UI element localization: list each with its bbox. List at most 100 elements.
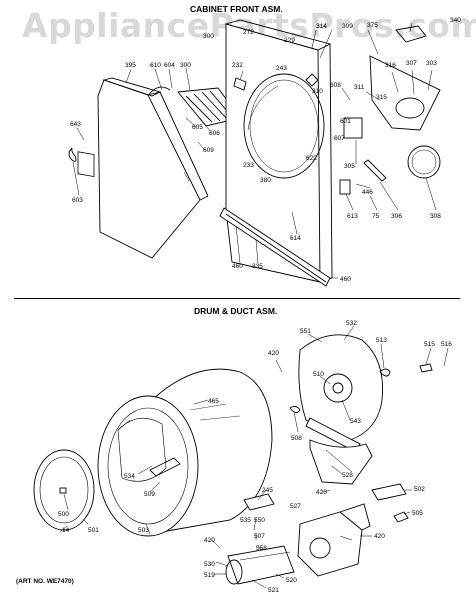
callout: 608 bbox=[330, 82, 341, 89]
callout: 500 bbox=[58, 511, 69, 518]
part-306 bbox=[363, 159, 387, 182]
callout: 558 bbox=[256, 545, 267, 552]
drum-part bbox=[97, 368, 273, 537]
callout: 315 bbox=[376, 94, 387, 101]
callout: 446 bbox=[362, 189, 373, 196]
callout: 229 bbox=[284, 37, 295, 44]
callout: 609 bbox=[203, 147, 214, 154]
callout: 465 bbox=[208, 398, 219, 405]
callout: 527 bbox=[290, 503, 301, 510]
callout: 300 bbox=[203, 33, 214, 40]
callout: 643 bbox=[70, 121, 81, 128]
callout: 75 bbox=[372, 213, 380, 220]
cabinet-section-title: CABINET FRONT ASM. bbox=[190, 4, 283, 14]
callout: 530 bbox=[204, 561, 215, 568]
callout: 534 bbox=[124, 473, 135, 480]
callout: 622 bbox=[306, 155, 317, 162]
part-502 bbox=[371, 483, 407, 501]
callout: 507 bbox=[254, 533, 265, 540]
callout: 515 bbox=[424, 341, 435, 348]
callout: 272 bbox=[243, 29, 254, 36]
callout: 420 bbox=[204, 537, 215, 544]
callout: 395 bbox=[125, 62, 136, 69]
part-505 bbox=[393, 511, 409, 523]
callout: 316 bbox=[385, 62, 396, 69]
callout: 550 bbox=[254, 517, 265, 524]
callout: 604 bbox=[164, 62, 175, 69]
callout: 245 bbox=[262, 487, 273, 494]
callout: 305 bbox=[344, 163, 355, 170]
callout: 501 bbox=[88, 527, 99, 534]
part-232 bbox=[233, 77, 247, 91]
base-rail-part bbox=[219, 207, 331, 287]
callout: 509 bbox=[144, 491, 155, 498]
rear-bulkhead-part bbox=[298, 334, 383, 453]
callout: 513 bbox=[376, 337, 387, 344]
callout: 307 bbox=[406, 60, 417, 67]
callout: 521 bbox=[268, 587, 279, 594]
callout: 340 bbox=[450, 17, 461, 24]
callout: 510 bbox=[313, 371, 324, 378]
section-divider bbox=[14, 298, 460, 299]
callout: 503 bbox=[138, 527, 149, 534]
rear-bracket-part bbox=[369, 25, 441, 179]
callout: 607 bbox=[334, 135, 345, 142]
callout: 375 bbox=[367, 22, 378, 29]
door-latch-part bbox=[68, 147, 77, 162]
front-panel-part bbox=[77, 77, 209, 259]
callout: 508 bbox=[291, 435, 302, 442]
art-number: (ART NO. WE7470) bbox=[16, 578, 74, 585]
part-515 bbox=[419, 363, 433, 373]
callout: 528 bbox=[342, 472, 353, 479]
callout: 420 bbox=[316, 489, 327, 496]
callout: 606 bbox=[209, 130, 220, 137]
callout: 613 bbox=[347, 213, 358, 220]
drum-section-title: DRUM & DUCT ASM. bbox=[194, 306, 278, 316]
callout: 303 bbox=[426, 60, 437, 67]
callout: 460 bbox=[340, 276, 351, 283]
callout: 605 bbox=[192, 124, 203, 131]
callout: 306 bbox=[391, 213, 402, 220]
callout: 232 bbox=[232, 62, 243, 69]
cabinet-frame-part bbox=[224, 19, 333, 283]
callout: 614 bbox=[290, 235, 301, 242]
callout: 233 bbox=[243, 162, 254, 169]
heater-part bbox=[243, 493, 275, 511]
callout: 551 bbox=[300, 328, 311, 335]
callout: 601 bbox=[340, 118, 351, 125]
callout: 243 bbox=[276, 65, 287, 72]
callout: 603 bbox=[72, 197, 83, 204]
duct-part bbox=[309, 439, 373, 485]
callout: 505 bbox=[412, 510, 423, 517]
callout: 502 bbox=[414, 486, 425, 493]
part-310 bbox=[305, 73, 319, 87]
callout: 520 bbox=[286, 577, 297, 584]
callout: 311 bbox=[354, 84, 365, 91]
part-508 bbox=[289, 405, 301, 413]
callout: 420 bbox=[374, 533, 385, 540]
callout: 310 bbox=[312, 88, 323, 95]
callout: 308 bbox=[430, 213, 441, 220]
part-513 bbox=[379, 368, 391, 377]
callout: 14 bbox=[62, 527, 70, 534]
callout: 380 bbox=[260, 177, 271, 184]
part-607 bbox=[343, 117, 363, 139]
callout: 314 bbox=[316, 23, 327, 30]
callout: 335 bbox=[252, 263, 263, 270]
callout: 519 bbox=[204, 572, 215, 579]
callout: 309 bbox=[342, 23, 353, 30]
callout: 460 bbox=[232, 263, 243, 270]
callout: 420 bbox=[268, 350, 279, 357]
callout: 532 bbox=[346, 320, 357, 327]
callout: 610 bbox=[150, 62, 161, 69]
part-613 bbox=[339, 179, 351, 195]
drum-seal-ring-part bbox=[33, 449, 95, 531]
callout: 516 bbox=[441, 341, 452, 348]
callout: 535 bbox=[240, 517, 251, 524]
callout: 543 bbox=[350, 418, 361, 425]
callout: 300 bbox=[180, 62, 191, 69]
blower-housing-part bbox=[297, 503, 371, 577]
